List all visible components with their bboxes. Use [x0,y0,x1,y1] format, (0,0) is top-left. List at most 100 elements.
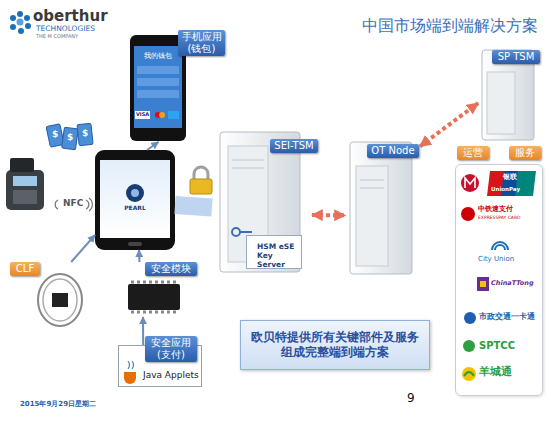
server-body [220,132,300,272]
yangchengtong-logo [462,367,476,381]
key-shaft [240,231,252,233]
provider-logos [461,171,536,381]
logo-dot [10,24,16,30]
vent [360,188,384,189]
text-label: TECHNOLOGIES [36,25,95,33]
screen-row [137,66,179,74]
text-label: ChinaTTong [491,280,534,287]
text-label: 银联 [503,174,517,182]
chip-pins [131,281,178,284]
node-text: 我的钱包 [134,52,182,61]
text-label: $ [52,130,58,140]
chip-body [128,284,180,310]
arrow-connector [142,317,144,345]
phone-app: 手机应用 (钱包)我的钱包 [130,30,225,142]
text-label: 2015年9月29日星期二 [20,401,96,409]
screen-row [137,78,179,86]
node-label: 手机应用 (钱包) [178,30,225,56]
node-label: 欧贝特提供所有关键部件及服务 组成完整端到端方案 [249,330,421,360]
pos-terminal [6,158,44,210]
text-label: $ [67,133,73,143]
antenna-chip [52,293,68,307]
ota-channel [175,205,212,208]
citycard-logo [464,312,476,324]
mobile-phone: PEARL [95,150,175,250]
java-icon [124,361,136,384]
service-provider-panel: 运营 服务 [455,146,543,396]
text-label: UnionPay [491,186,520,192]
lock-shackle [194,167,208,180]
text-label: 中铁速支付 [478,206,513,214]
terminal-body [6,170,44,210]
wave [86,200,89,209]
vent [232,160,264,161]
logo-dot [24,15,30,21]
phone-screen [100,160,170,238]
text-label: 9 [407,392,415,405]
node-text: 服务 [509,146,541,160]
yangchengtong-logo [464,372,474,376]
dotted-connector [420,103,478,146]
node-label: CLF [10,262,40,276]
text-label: THE M COMPANY [36,34,78,40]
node-label: 运营 [457,146,489,160]
payment-cards [46,123,93,150]
text-label: 羊城通 [479,366,512,378]
terminal-screen [13,176,37,186]
ot-node-server: OT Node [345,138,420,276]
pearl-logo [126,184,144,202]
metro-mark [465,178,475,188]
title-text: 中国市场端到端解决方案 [362,16,538,37]
wave [55,200,58,209]
text-label: EXPRESSPAY CARD [478,216,520,221]
lock-icon [190,167,212,194]
phone-body [95,150,175,250]
screen-row [137,90,179,98]
text-label: oberthur [33,8,108,25]
node-label: OT Node [367,144,419,158]
terminal-head [10,158,34,172]
logo-icon [10,11,31,34]
card-logo [159,112,165,118]
node-label: 安全应用 (支付) [145,336,197,362]
node-label: HSM eSE Key Server [257,242,301,269]
text-label: NFC [63,199,83,209]
sei-tsm-server: SEI-TSMHSM eSE Key Server [212,125,312,275]
sptcc-logo [463,340,475,352]
summary-box: 欧贝特提供所有关键部件及服务 组成完整端到端方案 [240,320,430,370]
java-applet-box: 安全应用 (支付)Java Applets [118,345,202,387]
node-label: 安全模块 [145,262,197,276]
secure-element: 安全模块 [125,262,197,317]
lock-body [190,179,212,194]
java-cup [124,372,136,384]
home-button [128,242,142,246]
server-front [487,72,515,134]
logo-dot [25,23,31,29]
text-label: $ [82,129,88,139]
logo-dot [17,11,23,17]
unionpay-logo [515,171,536,196]
terminal-keys [13,190,37,204]
vent [232,168,264,169]
card [46,124,64,147]
dotted-connector [312,213,345,217]
text-label: SPTCC [479,340,515,351]
wave [89,198,92,211]
card [62,127,79,150]
card [77,123,93,145]
secure-chip [128,282,180,312]
metro-logo [461,174,479,192]
card-logo [168,111,179,119]
arrow-connector [138,250,140,262]
expresspay-logo [461,207,475,221]
visa-badge [135,111,150,119]
hsm-key-server: HSM eSE Key Server [246,235,302,269]
antenna-coil [38,274,82,326]
sei-server [220,132,300,272]
node-label: SEI-TSM [270,139,318,153]
chip-pins [131,311,178,314]
chinattong-logo [477,277,489,291]
pearl-logo [131,189,139,197]
phone-screen [134,46,182,128]
